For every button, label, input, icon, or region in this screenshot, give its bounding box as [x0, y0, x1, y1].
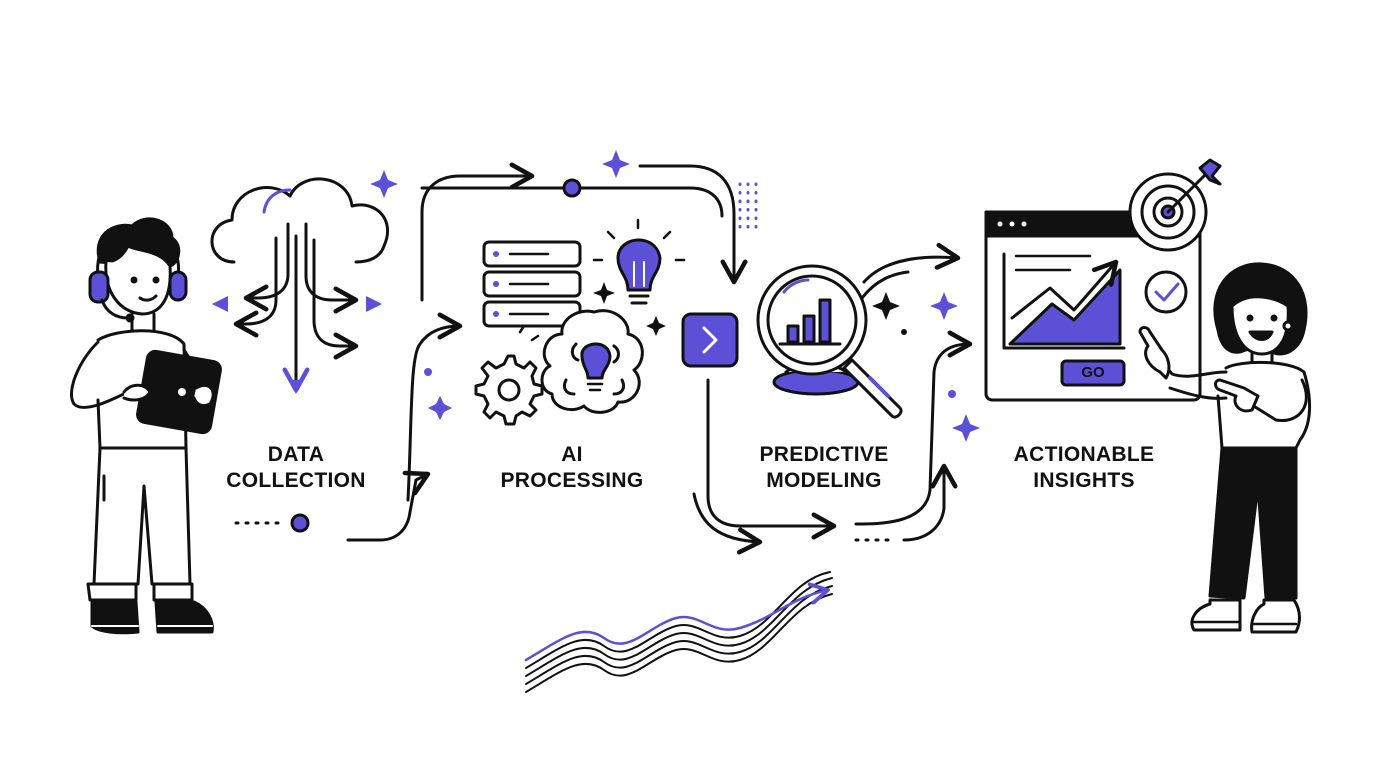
sparkle-icon: [370, 150, 980, 442]
stage-label-line2: MODELING: [766, 469, 882, 492]
lightbulb-icon: [592, 218, 686, 305]
stage-label-predictive-modeling: PREDICTIVE MODELING: [714, 442, 934, 494]
stage-label-line1: AI: [561, 443, 583, 466]
go-button[interactable]: [1060, 359, 1126, 387]
next-arrow-button-icon: [681, 312, 739, 368]
person-with-headset-icon: [70, 217, 222, 635]
stage-label-actionable-insights: ACTIONABLE INSIGHTS: [974, 442, 1194, 494]
stage-label-line2: COLLECTION: [226, 469, 366, 492]
stage-label-ai-processing: AI PROCESSING: [462, 442, 682, 494]
server-stack-icon: [482, 240, 582, 328]
direction-arrow-left-icon: [212, 296, 228, 312]
checkmark-icon: [1144, 270, 1188, 314]
direction-arrow-down-icon: [288, 380, 304, 394]
wave-trend-icon: [524, 571, 833, 693]
stage-label-line2: PROCESSING: [500, 469, 644, 492]
direction-arrow-right-icon: [366, 296, 382, 312]
stage-label-line1: ACTIONABLE: [1013, 443, 1155, 466]
stage-label-line1: PREDICTIVE: [759, 443, 889, 466]
magnifier-bar-chart-icon: [756, 264, 903, 419]
stage-label-line2: INSIGHTS: [1033, 469, 1135, 492]
person-pointing-icon: [1138, 262, 1312, 634]
stage-label-data-collection: DATA COLLECTION: [186, 442, 406, 494]
flow-connectors: [234, 162, 973, 555]
go-button-label[interactable]: GO: [1081, 364, 1105, 381]
stage-label-line1: DATA: [267, 443, 325, 466]
brain-icon: [540, 309, 644, 414]
gear-icon: [474, 324, 544, 426]
sparkle-black-icon: [593, 282, 907, 336]
target-icon: [1128, 158, 1222, 252]
cloud-icon: [210, 177, 390, 393]
